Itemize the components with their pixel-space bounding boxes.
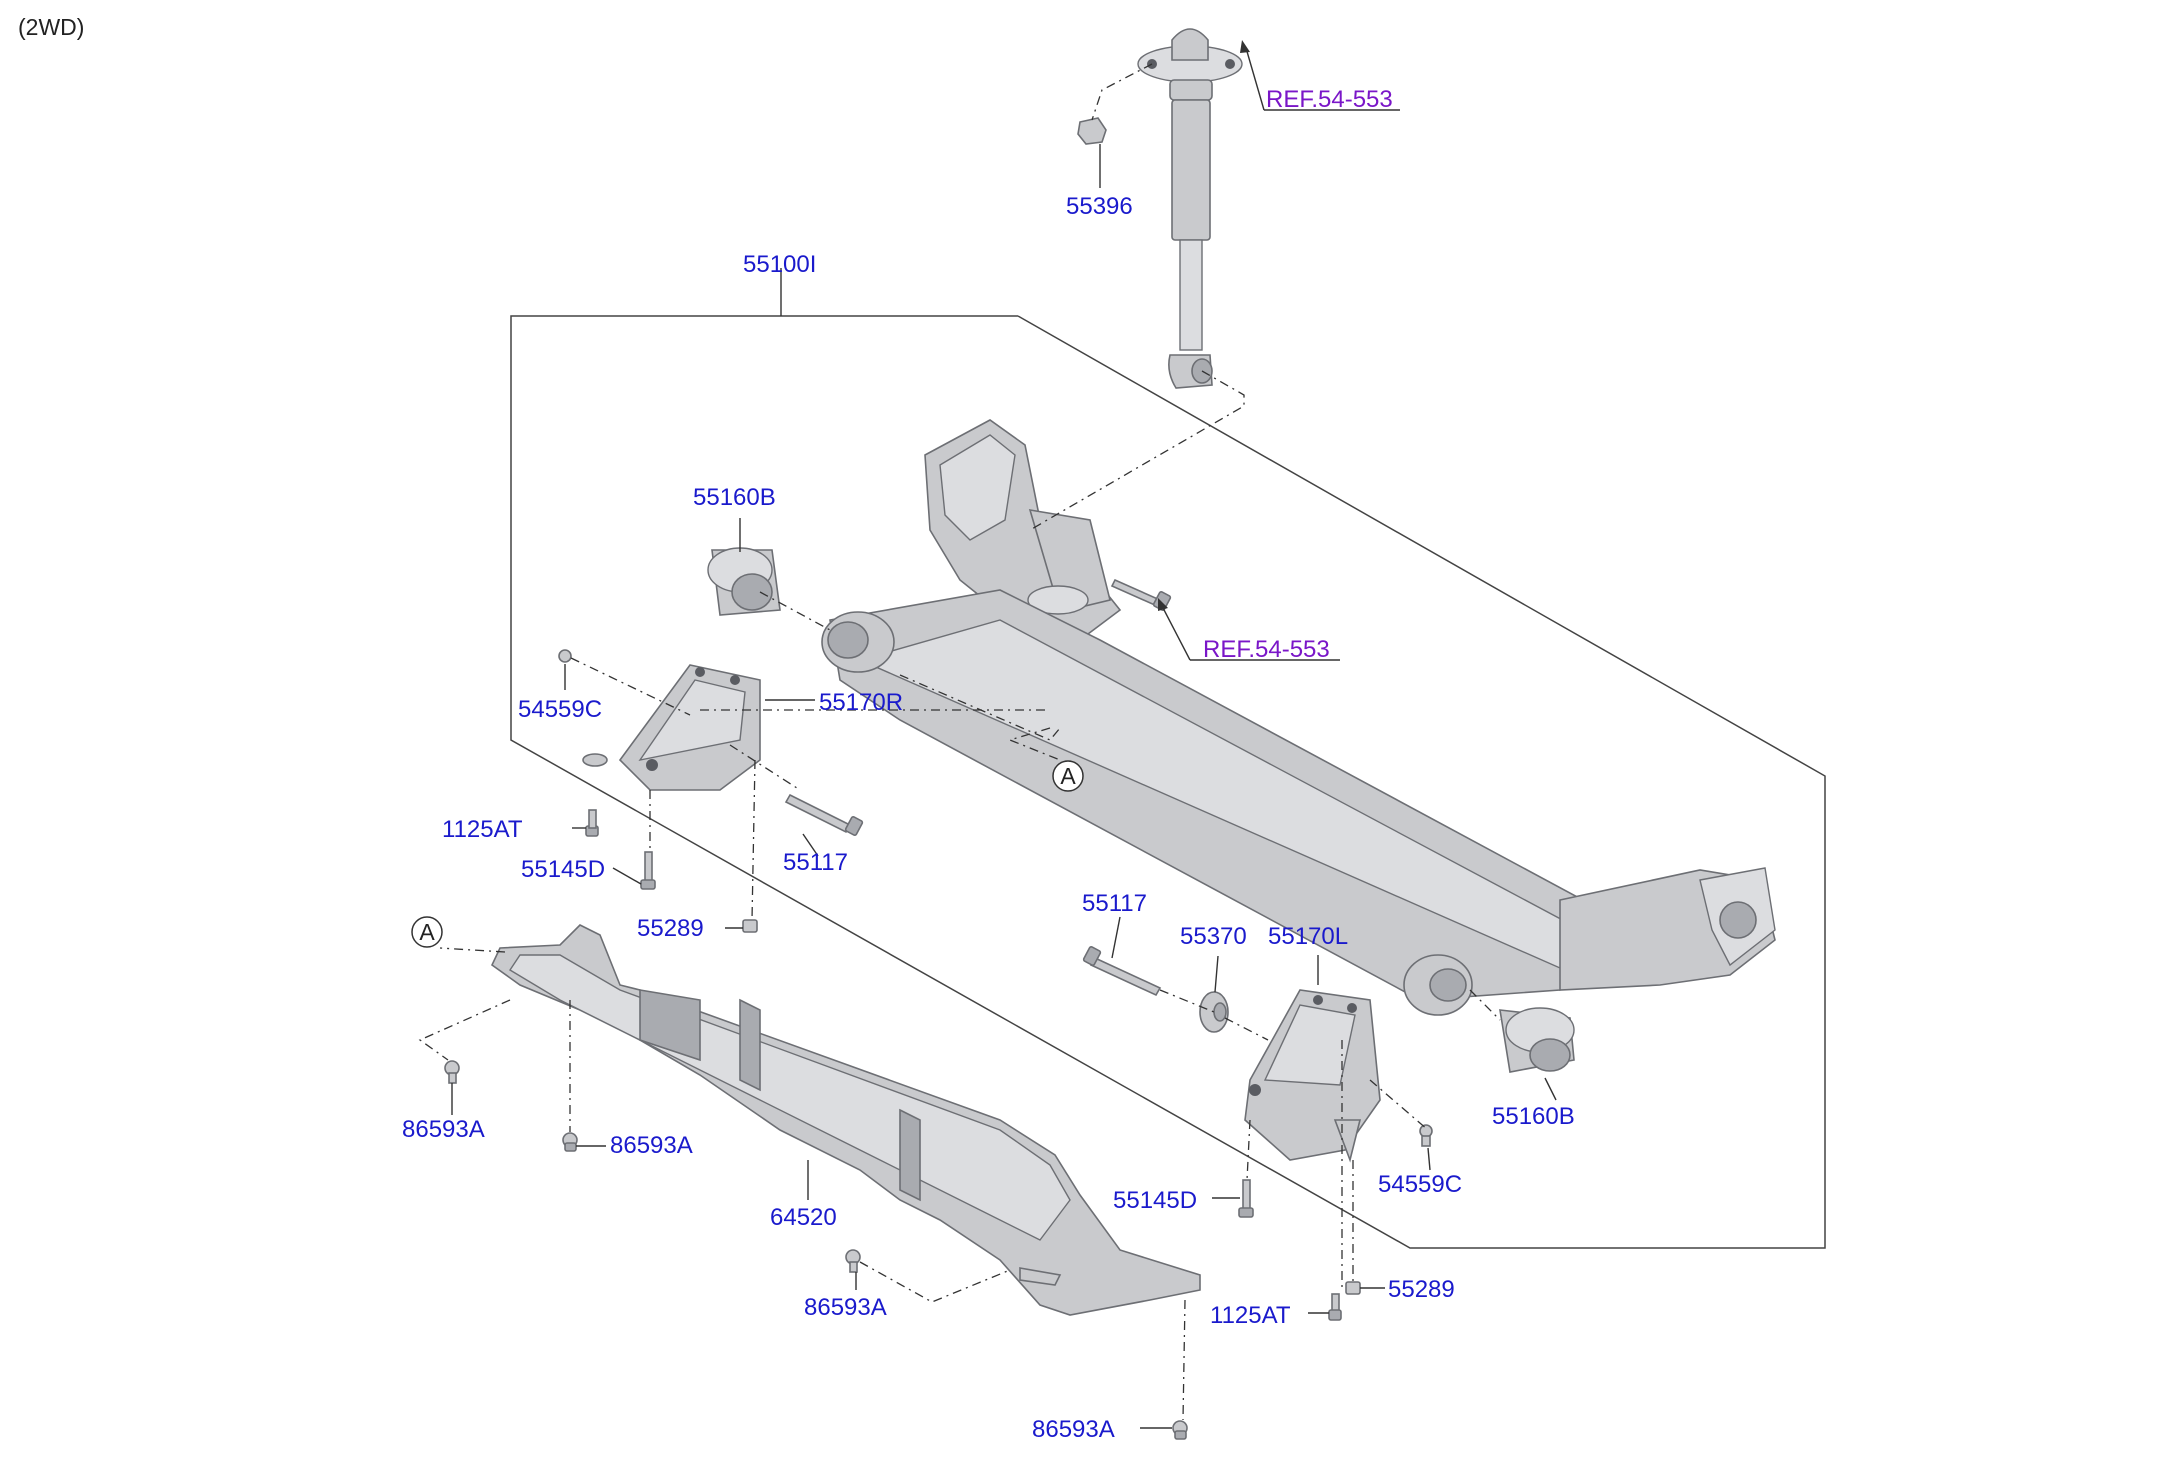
label-86593a-3[interactable]: 86593A: [804, 1294, 887, 1321]
bracket-55170l: [1244, 989, 1381, 1163]
bolt-55117-left: [784, 793, 864, 836]
washer-55370: [1199, 991, 1229, 1033]
label-86593a-1[interactable]: 86593A: [402, 1116, 485, 1143]
label-54559c-right[interactable]: 54559C: [1378, 1171, 1462, 1198]
label-54559c-left[interactable]: 54559C: [518, 696, 602, 723]
marker-a-1: A: [1052, 760, 1084, 792]
clip-54559c-right: [1419, 1124, 1433, 1147]
page-title: (2WD): [18, 14, 84, 40]
clip-86593a-3: [845, 1249, 861, 1273]
bushing-55160b-right: [1499, 1007, 1575, 1073]
label-1125at-right[interactable]: 1125AT: [1210, 1302, 1291, 1329]
label-55370[interactable]: 55370: [1180, 923, 1247, 950]
label-64520[interactable]: 64520: [770, 1204, 837, 1231]
label-55289-left[interactable]: 55289: [637, 915, 704, 942]
label-55170l[interactable]: 55170L: [1268, 923, 1348, 950]
label-55117-left[interactable]: 55117: [783, 849, 848, 876]
label-55160b-top[interactable]: 55160B: [693, 484, 776, 511]
bolt-55117-right: [1082, 946, 1162, 997]
clip-86593a-1: [444, 1060, 460, 1084]
svg-text:A: A: [1060, 763, 1076, 789]
label-1125at-left[interactable]: 1125AT: [442, 816, 523, 843]
marker-a-2: A: [411, 916, 443, 948]
bolt-55145d-right: [1238, 1179, 1254, 1218]
nut-55289-left: [742, 919, 758, 933]
label-86593a-4[interactable]: 86593A: [1032, 1416, 1115, 1443]
label-55145d-left[interactable]: 55145D: [521, 856, 605, 883]
torsion-beam-axle: [821, 419, 1776, 1016]
ref-label-top[interactable]: REF.54-553: [1266, 86, 1393, 113]
label-55289-right[interactable]: 55289: [1388, 1276, 1455, 1303]
clip-86593a-4: [1172, 1420, 1188, 1440]
assembly-lines: [418, 63, 1501, 1421]
bracket-55170r: [582, 664, 761, 791]
bushing-55160b-top: [707, 547, 781, 616]
label-55100i[interactable]: 55100I: [743, 251, 816, 278]
nut-55289-right: [1345, 1281, 1361, 1295]
bolt-1125at-left: [585, 809, 599, 837]
clip-86593a-2: [562, 1132, 578, 1152]
assembly-frame: [510, 268, 1826, 1249]
label-86593a-2[interactable]: 86593A: [610, 1132, 693, 1159]
label-55145d-right[interactable]: 55145D: [1113, 1187, 1197, 1214]
bolt-ref-mid: [1110, 578, 1172, 611]
nut-55396: [1077, 117, 1107, 145]
leader-lines: [451, 40, 1557, 1429]
label-55170r[interactable]: 55170R: [819, 689, 903, 716]
bolt-1125at-right: [1328, 1293, 1342, 1321]
bolt-55145d-left: [640, 851, 656, 890]
label-55396[interactable]: 55396: [1066, 193, 1133, 220]
shock-absorber: [1137, 28, 1243, 389]
label-55160b-right[interactable]: 55160B: [1492, 1103, 1575, 1130]
svg-text:A: A: [419, 919, 435, 945]
heat-shield-64520: [490, 924, 1201, 1316]
clip-54559c-left: [558, 649, 572, 663]
ref-label-mid[interactable]: REF.54-553: [1203, 636, 1330, 663]
label-55117-right[interactable]: 55117: [1082, 890, 1147, 917]
